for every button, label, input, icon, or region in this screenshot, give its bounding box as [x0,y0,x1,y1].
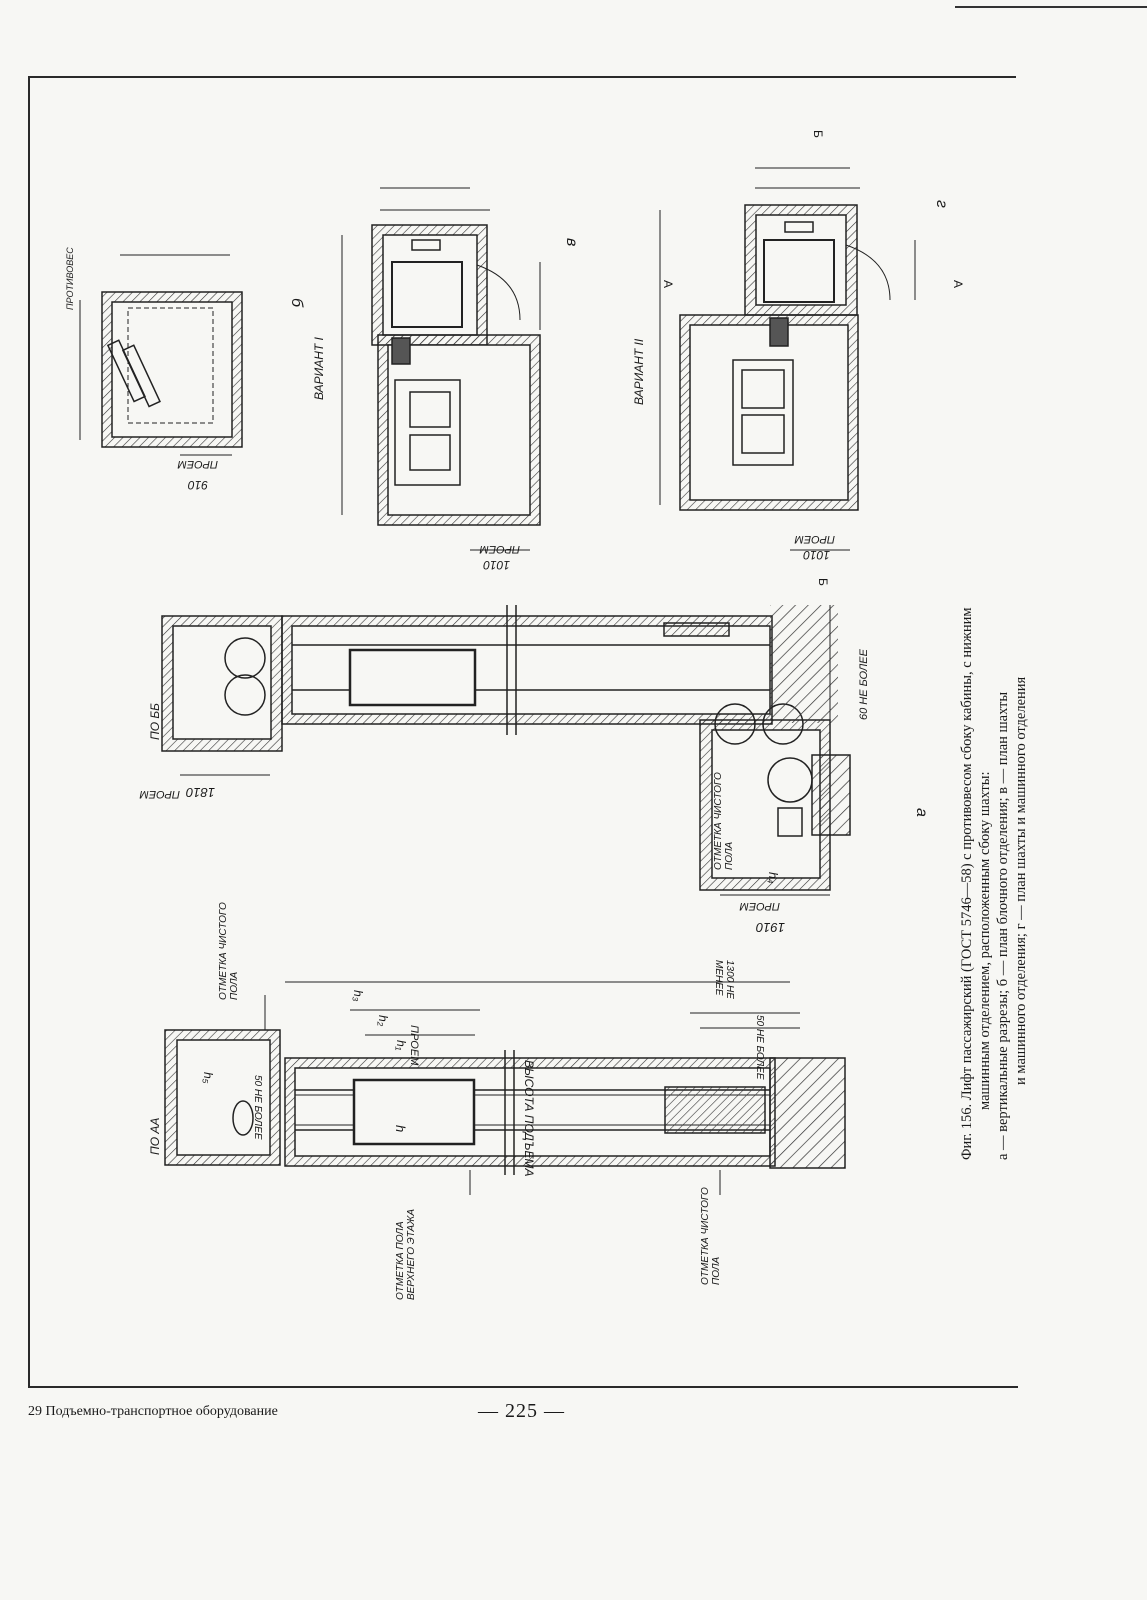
plan-g [659,167,916,551]
arrow-b-bottom: Б [816,578,830,586]
opening-label-lower: ПРОЕМ [739,900,780,912]
figure-frame [28,76,1016,1388]
not-less-1300-label: 1300 НЕ МЕНЕЕ [713,960,735,999]
arrow-a-bottom: А [951,280,965,289]
dim-h1: h₁ [394,1040,408,1051]
footer-source: 29 Подъемно-транспортное оборудование [28,1404,278,1419]
opening-label-g: ПРОЕМ [794,533,835,545]
dim-h: h [393,1125,408,1133]
clean-floor-label-3: ОТМЕТКА ЧИСТОГО ПОЛА [713,772,735,870]
opening-label-v: ПРОЕМ [479,543,520,555]
caption-line-4: и машинного отделения; г — план шахты и … [1013,676,1029,1085]
dim-1010-a: 1010 [483,558,510,572]
clean-floor-label-1: ОТМЕТКА ЧИСТОГО ПОЛА [218,902,240,1000]
arrow-b-top: Б [811,130,825,138]
variant-1-label: ВАРИАНТ I [312,337,326,400]
dim-1910: 1910 [756,920,785,935]
top-floor-mark-label: ОТМЕТКА ПОЛА ВЕРХНЕГО ЭТАЖА [395,1208,417,1300]
fig-g-letter: г [933,200,950,208]
counterweight-label: ПРОТИВОВЕС [65,247,75,310]
caption-line-1: Фиг. 156. Лифт пассажирский (ГОСТ 5746—5… [959,607,975,1160]
opening-label-aa: ПРОЕМ [408,1025,420,1066]
section-bb [161,605,851,896]
not-more-50-label-b: 50 НЕ БОЛЕЕ [252,1075,263,1140]
dim-h3: h₃ [351,990,365,1002]
dim-h5: h₅ [201,1072,215,1084]
not-more-60-label: 60 НЕ БОЛЕЕ [858,649,870,720]
fig-a-letter: а [913,808,930,817]
dim-1810: 1810 [186,785,215,800]
caption-line-3: а — вертикальные разрезы; б — план блочн… [995,691,1011,1160]
dim-h2: h₂ [376,1015,390,1027]
fig-b-letter: б [288,298,305,307]
dim-h4: h₄ [766,872,780,884]
opening-label-bb: ПРОЕМ [139,788,180,800]
section-bb-label: ПО ББ [148,703,162,740]
variant-2-label: ВАРИАНТ II [632,338,646,405]
not-more-50-label-a: 50 НЕ БОЛЕЕ [754,1015,765,1080]
page-number: — 225 — [478,1400,565,1422]
plan-v [341,187,541,551]
fig-v-letter: в [563,238,580,247]
lift-height-label: ВЫСОТА ПОДЪЕМА [522,1060,536,1177]
dim-910: 910 [187,478,208,492]
section-aa-label: ПО АА [148,1117,162,1155]
clean-floor-label-2: ОТМЕТКА ЧИСТОГО ПОЛА [700,1187,722,1285]
caption-line-2: машинным отделением, расположенным сбоку… [977,771,993,1110]
opening-label-b: ПРОЕМ [177,458,218,470]
arrow-a-top: А [661,280,675,289]
page-bottom-rule [28,1386,1018,1388]
top-rule [955,6,1147,8]
plan-b [79,254,243,456]
section-aa [164,981,846,1195]
dim-1010-b: 1010 [803,548,830,562]
